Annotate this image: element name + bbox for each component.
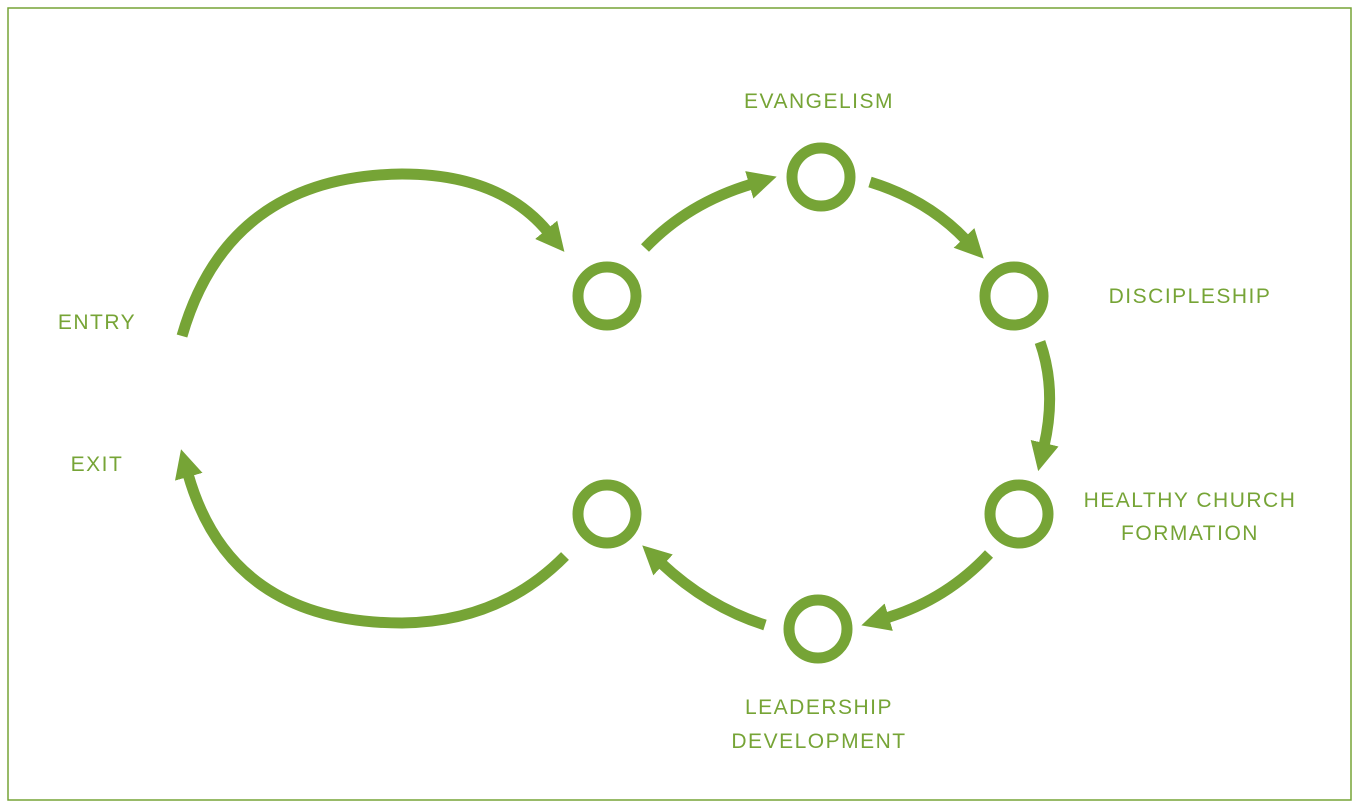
- evangelism-node: [786, 142, 856, 212]
- label-healthy-church-line1: HEALTHY CHURCH: [1084, 489, 1297, 512]
- label-exit: EXIT: [71, 453, 124, 476]
- healthy-church-node: [984, 479, 1054, 549]
- label-leadership-line2: DEVELOPMENT: [731, 730, 906, 753]
- leadership-node: [783, 594, 853, 664]
- arrow-healthy-church-to-leadership: [861, 550, 994, 631]
- arrow-hub-top-to-evangelism: [641, 171, 777, 252]
- arrow-hub-bottom-to-exit: [175, 449, 569, 629]
- discipleship-node: [979, 261, 1049, 331]
- label-evangelism: EVANGELISM: [744, 90, 894, 113]
- arrow-entry-to-hub-top: [176, 168, 565, 338]
- outer-frame: [7, 7, 1352, 801]
- label-discipleship: DISCIPLESHIP: [1109, 285, 1272, 308]
- label-healthy-church-line2: FORMATION: [1121, 522, 1259, 545]
- arrow-discipleship-to-healthy-church: [1030, 340, 1059, 472]
- arrow-evangelism-to-discipleship: [868, 176, 984, 259]
- arrow-leadership-to-hub-bottom: [642, 545, 767, 631]
- label-leadership-line1: LEADERSHIP: [745, 696, 893, 719]
- label-entry: ENTRY: [58, 311, 136, 334]
- hub-node-top: [572, 261, 642, 331]
- hub-node-bottom: [572, 479, 642, 549]
